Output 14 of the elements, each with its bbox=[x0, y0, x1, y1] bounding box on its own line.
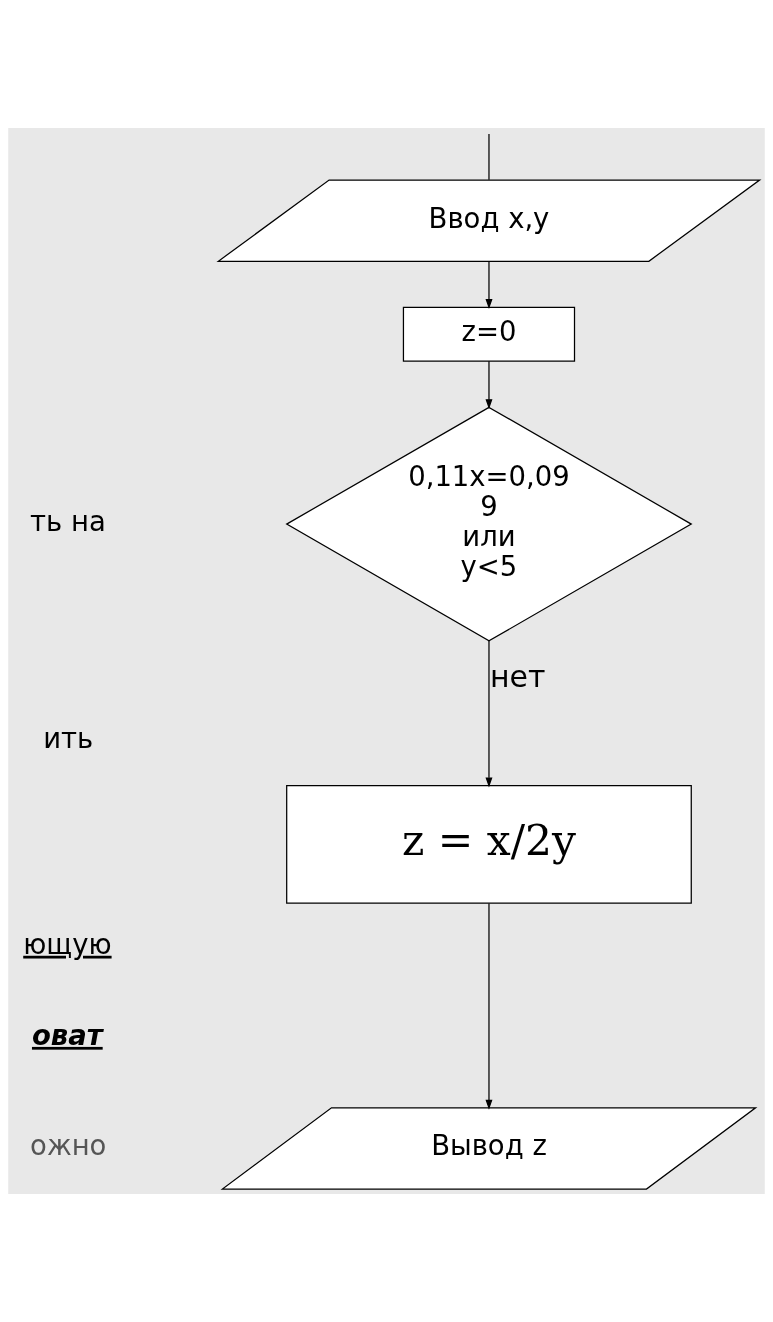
arrow bbox=[485, 360, 493, 410]
node-box: z = x/2y bbox=[286, 785, 692, 904]
connector bbox=[488, 133, 490, 181]
arrow bbox=[485, 260, 493, 310]
label: ющую bbox=[23, 928, 112, 960]
arrow bbox=[485, 902, 493, 1110]
label: ожно bbox=[30, 1130, 107, 1162]
label: ть на bbox=[30, 506, 106, 538]
label: ить bbox=[43, 722, 94, 754]
edge-label: нет bbox=[489, 659, 546, 695]
node-diamond: 0,11x=0,09 9 или y<5 bbox=[285, 406, 693, 642]
label: оват bbox=[31, 1019, 103, 1051]
arrow bbox=[485, 640, 493, 788]
node-box: z=0 bbox=[402, 306, 576, 362]
